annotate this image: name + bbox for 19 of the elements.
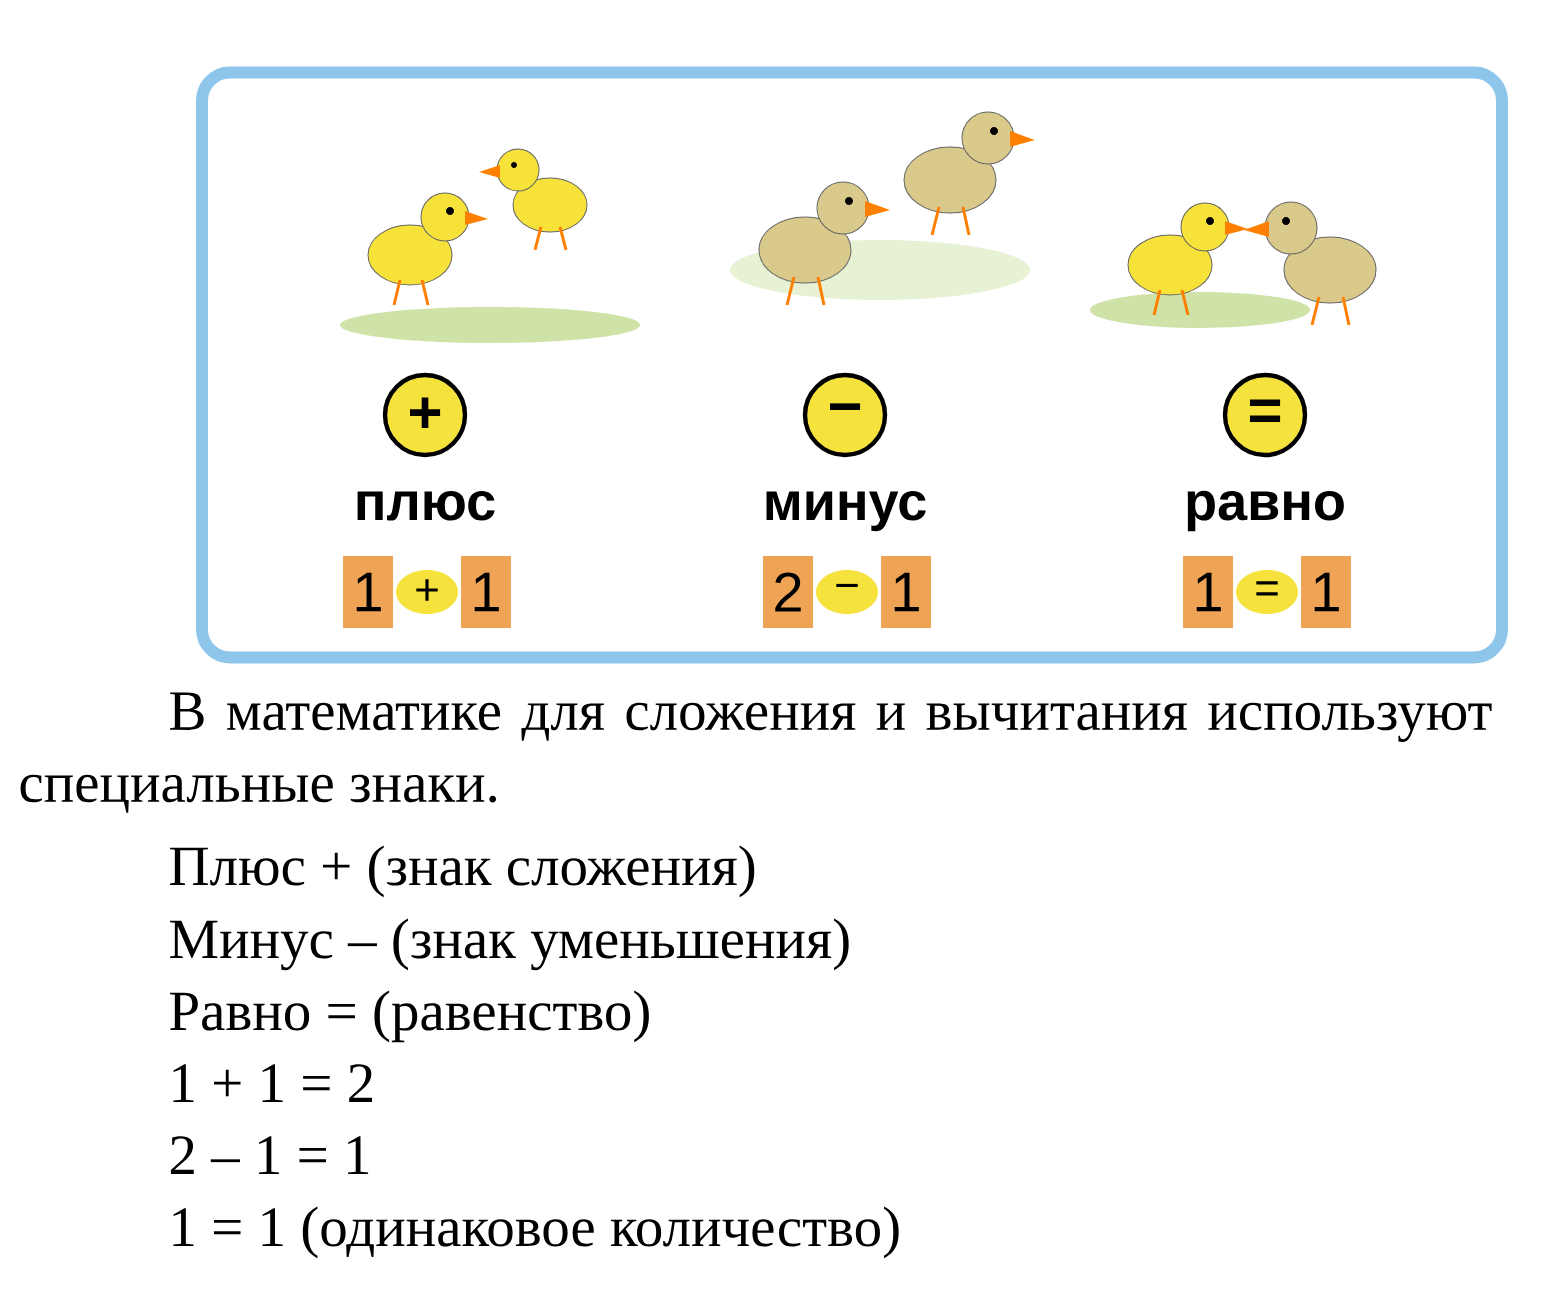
number-tile: 1: [343, 556, 393, 628]
number-tile: 1: [1183, 556, 1233, 628]
sign-name: плюс: [357, 490, 495, 521]
sign-oval: −: [816, 570, 878, 614]
sign-oval: =: [1236, 570, 1298, 614]
text-line: Плюс + (знак сложения): [170, 845, 755, 898]
text-line: Равно = (равенство): [170, 990, 649, 1043]
number-tile: 1: [881, 556, 931, 628]
text-line: 2 – 1 = 1: [170, 1136, 369, 1174]
paragraph: В математике для сложения и вычитания используют специальные знаки.: [20, 692, 1492, 813]
sign-oval: +: [396, 570, 458, 614]
number-tile: 1: [461, 556, 511, 628]
number-tile: 2: [763, 556, 813, 628]
text-line: 1 + 1 = 2: [173, 1064, 373, 1102]
sign-name: равно: [1187, 490, 1344, 532]
sign-name: минус: [766, 490, 926, 532]
number-tile: 1: [1301, 556, 1351, 628]
text-line: 1 = 1 (одинаковое количество): [173, 1206, 899, 1259]
text-line: Минус – (знак уменьшения): [170, 918, 849, 971]
